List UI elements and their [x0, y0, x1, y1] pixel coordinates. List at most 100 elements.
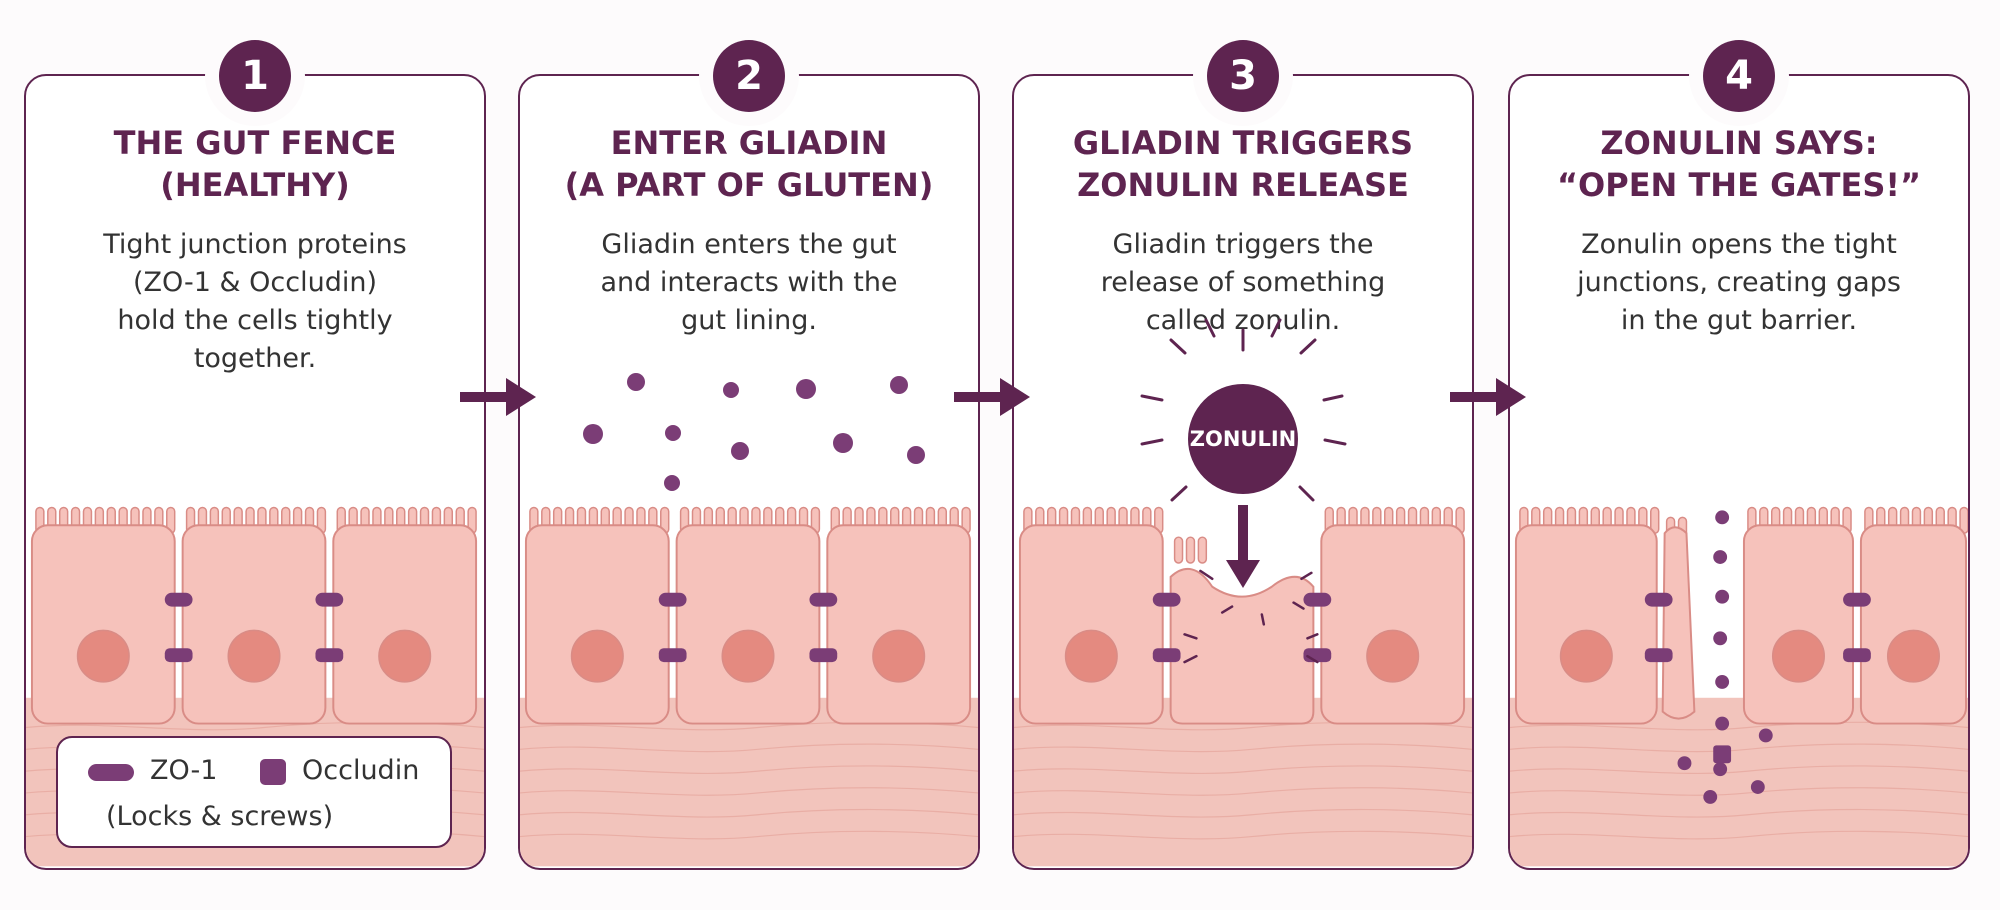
occludin-protein	[164, 648, 193, 663]
step-number-2: 2	[713, 40, 785, 112]
leaking-particle	[1713, 550, 1728, 564]
microvillus	[1173, 536, 1184, 564]
microvillus	[1185, 536, 1196, 564]
tissue-texture	[520, 765, 978, 775]
leaking-particle	[1758, 728, 1773, 743]
cell-nucleus	[1771, 629, 1825, 683]
epithelial-cell	[1320, 524, 1466, 725]
cell-nucleus	[1366, 629, 1420, 683]
zo1-protein	[809, 592, 838, 607]
disruption-mark	[1306, 654, 1319, 664]
leaking-particle	[1715, 589, 1730, 604]
panel-1-title: THE GUT FENCE (HEALTHY)	[35, 122, 475, 206]
panel-4	[1508, 74, 1970, 870]
zo1-legend-label: ZO-1	[150, 755, 218, 786]
zo1-protein	[164, 592, 193, 607]
panel-3-desc-line-2: release of something	[1100, 267, 1386, 298]
step-number-1: 1	[219, 40, 291, 112]
panel-3-desc-line-1: Gliadin triggers the	[1112, 229, 1374, 260]
step-number-4: 4	[1703, 40, 1775, 112]
right-arrow-icon	[460, 378, 536, 416]
cell-nucleus	[1886, 629, 1940, 683]
epithelial-cell	[181, 524, 327, 725]
occludin-protein	[315, 648, 344, 663]
tissue-texture	[1510, 830, 1968, 840]
tissue-texture	[520, 830, 978, 840]
disruption-mark	[1199, 569, 1214, 581]
epithelial-cell	[675, 524, 821, 725]
panel-3-title: GLIADIN TRIGGERS ZONULIN RELEASE	[1023, 122, 1463, 206]
zonulin-label: ZONULIN	[1189, 427, 1297, 451]
cell-nucleus	[227, 629, 281, 683]
legend-subtitle: (Locks & screws)	[106, 801, 334, 832]
epithelium-zonulin	[1014, 506, 1472, 867]
zo1-protein	[1644, 592, 1673, 607]
leaking-particle	[1713, 631, 1728, 646]
panel-4-desc-line-1: Zonulin opens the tight	[1581, 229, 1897, 260]
panel-1-desc-line-1: Tight junction proteins	[103, 229, 407, 260]
legend: ZO-1 Occludin (Locks & screws)	[56, 736, 452, 848]
tissue-texture	[1510, 787, 1968, 796]
leaking-occludin	[1713, 745, 1732, 764]
tissue-texture	[1014, 787, 1472, 796]
cell-nucleus	[570, 629, 624, 683]
epithelial-cell	[30, 524, 176, 725]
disruption-mark	[1300, 571, 1313, 581]
disruption-mark	[1292, 601, 1305, 610]
leaking-particle	[1715, 674, 1730, 689]
zo1-protein	[315, 592, 344, 607]
epithelium-gliadin	[520, 506, 978, 867]
disruption-mark	[1220, 605, 1234, 614]
microvillus	[1197, 536, 1208, 564]
panel-1-title-line-1: THE GUT FENCE	[113, 124, 397, 162]
epithelial-cell	[1018, 524, 1164, 725]
tissue-texture	[1014, 830, 1472, 840]
cell-nucleus	[76, 629, 130, 683]
step-number-3: 3	[1207, 40, 1279, 112]
occludin-protein	[1843, 648, 1871, 663]
panel-4-desc-line-3: in the gut barrier.	[1620, 305, 1858, 336]
panel-1-desc-line-3: hold the cells tightly	[117, 305, 393, 336]
panel-3-title-line-2: ZONULIN RELEASE	[1077, 166, 1409, 204]
panel-1-desc-line-2: (ZO-1 & Occludin)	[132, 267, 377, 298]
leaking-particle	[1713, 762, 1728, 777]
right-arrow-icon	[954, 378, 1030, 416]
occludin-legend-label: Occludin	[302, 755, 420, 786]
occludin-protein	[1152, 648, 1181, 663]
epithelial-cell	[826, 524, 972, 725]
disruption-mark	[1306, 633, 1319, 640]
panel-1-description: Tight junction proteins (ZO-1 & Occludin…	[45, 226, 465, 378]
cell-nucleus	[872, 629, 926, 683]
zonulin-down-arrow-icon	[1226, 505, 1260, 588]
zo1-protein	[1843, 592, 1871, 607]
tissue-texture	[1510, 765, 1968, 775]
epithelial-cell	[1742, 524, 1854, 725]
disruption-mark	[1260, 613, 1266, 626]
panel-4-title-line-1: ZONULIN SAYS:	[1600, 124, 1878, 162]
panel-1-desc-line-4: together.	[193, 343, 317, 374]
leaking-particle	[1715, 510, 1730, 525]
cell-nucleus	[378, 629, 432, 683]
disruption-mark	[1183, 654, 1198, 664]
panel-2-title: ENTER GLIADIN (A PART OF GLUTEN)	[529, 122, 969, 206]
zo1-protein	[658, 592, 687, 607]
panel-4-title: ZONULIN SAYS: “OPEN THE GATES!”	[1519, 122, 1959, 206]
zo1-legend-icon	[88, 764, 134, 781]
cell-nucleus	[1064, 629, 1118, 683]
disrupted-cell	[1169, 567, 1315, 725]
tissue-texture	[1510, 808, 1968, 818]
panel-2-desc-line-1: Gliadin enters the gut	[601, 229, 897, 260]
tissue-texture	[1510, 743, 1968, 753]
panel-2-title-line-1: ENTER GLIADIN	[610, 124, 888, 162]
leaking-particle	[1750, 780, 1765, 794]
zo1-protein	[1152, 592, 1181, 607]
right-arrow-icon	[1450, 378, 1526, 416]
epithelial-cell	[1859, 524, 1968, 725]
panel-4-desc-line-2: junctions, creating gaps	[1577, 267, 1901, 298]
disruption-mark	[1183, 633, 1198, 640]
occludin-legend-icon	[260, 759, 286, 785]
cell-nucleus	[721, 629, 775, 683]
panel-2-desc-line-2: and interacts with the	[600, 267, 898, 298]
narrowed-cell	[1661, 526, 1696, 720]
